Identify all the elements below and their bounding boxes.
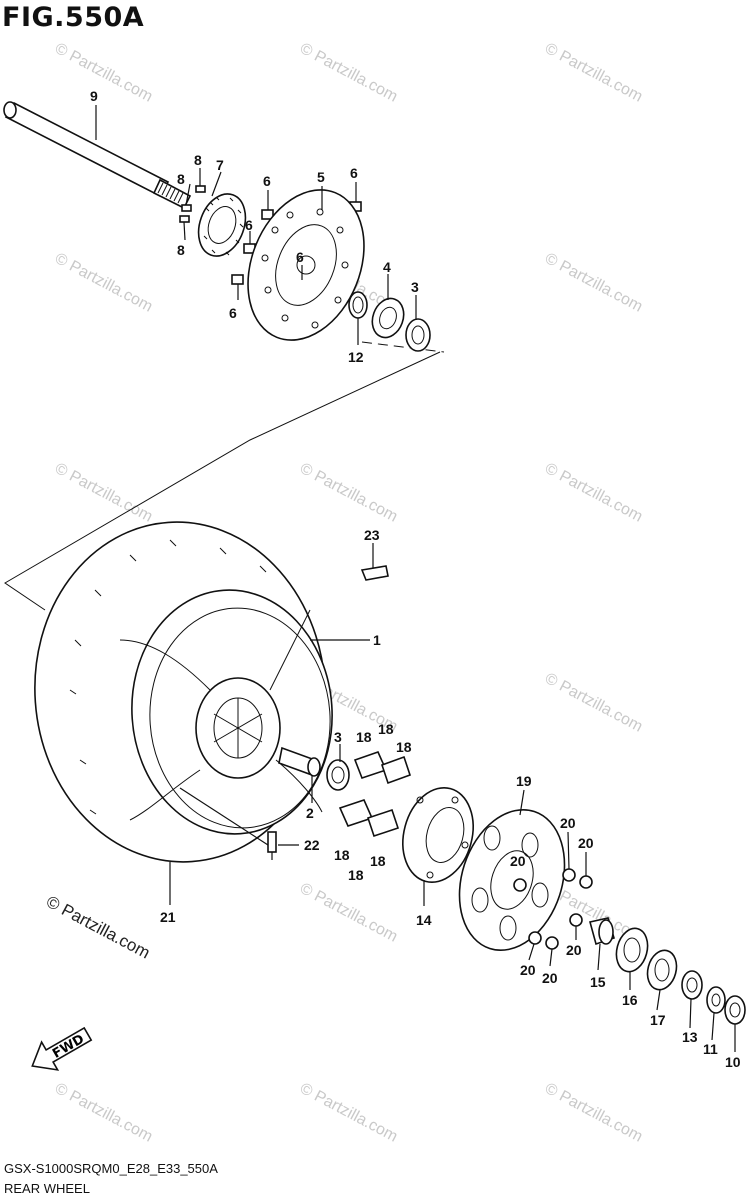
- callout-3: 3: [334, 729, 342, 745]
- sensor-rotor-part: [197, 193, 247, 257]
- callout-8: 8: [177, 171, 185, 187]
- axle-part: [3, 101, 192, 210]
- callout-11: 11: [703, 1041, 718, 1057]
- callout-18: 18: [334, 847, 350, 863]
- fwd-arrow-icon: FWD: [31, 1026, 93, 1071]
- rear-sprocket-part: [458, 809, 566, 951]
- figure-title: FIG.550A: [2, 2, 145, 33]
- bearing-part: [326, 759, 350, 791]
- oil-seal-part: [646, 949, 678, 991]
- leader-lines: [95, 105, 736, 1052]
- callout-4: 4: [383, 259, 391, 275]
- diagram-caption: REAR WHEEL: [4, 1181, 90, 1196]
- bearing-part: [405, 318, 431, 352]
- callout-19: 19: [516, 773, 532, 789]
- callout-14: 14: [416, 912, 432, 928]
- callout-6: 6: [229, 305, 237, 321]
- collar-part: [589, 917, 615, 946]
- callout-18: 18: [378, 721, 394, 737]
- sprocket-carrier-part: [402, 787, 474, 883]
- callout-18: 18: [370, 853, 386, 869]
- callout-6: 6: [296, 249, 304, 265]
- washer-part: [706, 986, 726, 1014]
- callout-18: 18: [348, 867, 364, 883]
- rear-wheel-part: [34, 521, 333, 863]
- callout-6: 6: [263, 173, 271, 189]
- valve-part: [267, 831, 277, 860]
- callout-18: 18: [396, 739, 412, 755]
- callout-6: 6: [245, 217, 253, 233]
- callout-18: 18: [356, 729, 372, 745]
- collar-part: [348, 291, 368, 319]
- bearing-part: [615, 927, 649, 973]
- callout-6: 6: [350, 165, 358, 181]
- axle-nut-part: [724, 995, 746, 1025]
- callout-8: 8: [177, 242, 185, 258]
- callout-7: 7: [216, 157, 224, 173]
- damper-part: [338, 751, 412, 838]
- oil-seal-part: [371, 297, 405, 339]
- callout-20: 20: [560, 815, 576, 831]
- callout-21: 21: [160, 909, 176, 925]
- callout-15: 15: [590, 974, 606, 990]
- callout-20: 20: [520, 962, 536, 978]
- callout-10: 10: [725, 1054, 741, 1070]
- callout-labels: 9 8 7 8 8 6 6 6 6 5 6 4 3 12 23 1 3 18 1…: [90, 88, 741, 1070]
- callout-12: 12: [348, 349, 364, 365]
- callout-20: 20: [542, 970, 558, 986]
- callout-3: 3: [411, 279, 419, 295]
- callout-23: 23: [364, 527, 380, 543]
- valve-part: [360, 565, 389, 581]
- collar-part: [681, 970, 703, 1000]
- model-code: GSX-S1000SRQM0_E28_E33_550A: [4, 1161, 218, 1176]
- callout-22: 22: [304, 837, 320, 853]
- assembly-reference-lines: [4, 341, 445, 611]
- callout-13: 13: [682, 1029, 698, 1045]
- callout-5: 5: [317, 169, 325, 185]
- callout-20: 20: [578, 835, 594, 851]
- callout-16: 16: [622, 992, 638, 1008]
- callout-17: 17: [650, 1012, 666, 1028]
- callout-20: 20: [566, 942, 582, 958]
- callout-1: 1: [373, 632, 381, 648]
- brake-disc-part: [247, 189, 365, 341]
- callout-9: 9: [90, 88, 98, 104]
- callout-20: 20: [510, 853, 526, 869]
- callout-2: 2: [306, 805, 314, 821]
- callout-8: 8: [194, 152, 202, 168]
